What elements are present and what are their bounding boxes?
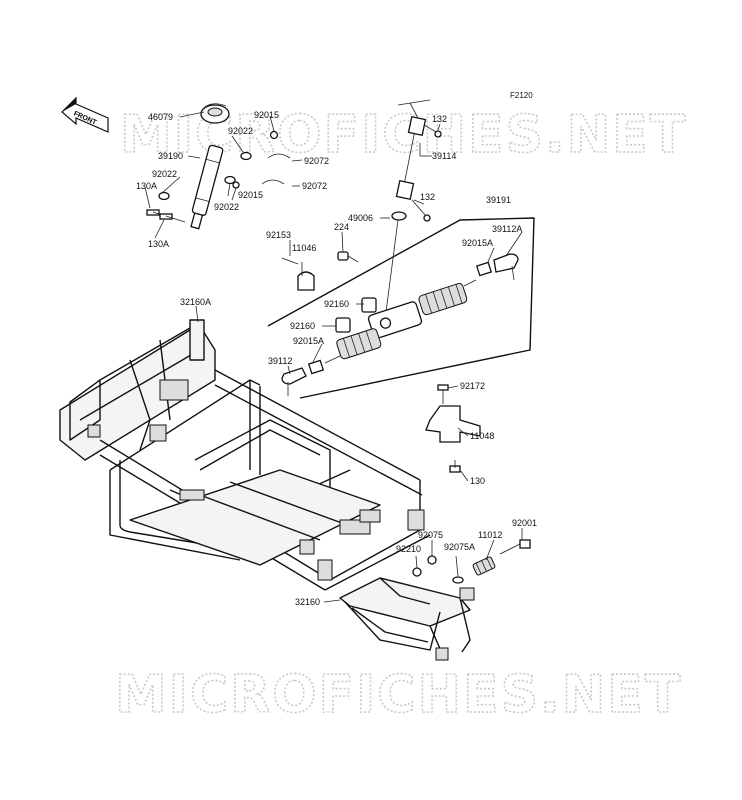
label-49006: 49006 [348,213,373,223]
tie-rod-end-39112 [281,367,307,396]
label-39112: 39112 [268,356,292,366]
label-130: 130 [470,476,485,486]
label-92210: 92210 [396,544,421,554]
label-39191: 39191 [486,195,511,205]
front-subframe [339,577,475,661]
label-92072-a: 92072 [304,156,329,166]
label-130A-a: 130A [136,181,157,191]
label-11046: 11046 [292,243,316,253]
figure-code: F2120 [510,91,533,100]
label-39190: 39190 [158,151,183,161]
label-11012: 11012 [478,530,502,540]
label-92172: 92172 [460,381,485,391]
label-92153: 92153 [266,230,291,240]
bracket-11046 [281,257,315,291]
label-11048: 11048 [470,431,494,441]
front-arrow-icon: FRONT [61,96,109,133]
label-92160-b: 92160 [290,321,315,331]
label-92022-a: 92022 [228,126,253,136]
label-92015A-a: 92015A [462,238,493,248]
label-46079: 46079 [148,112,173,122]
steering-shaft [395,99,442,222]
label-32160: 32160 [295,597,320,607]
label-92075A: 92075A [444,542,475,552]
tie-rod-end-39112A [493,253,519,281]
label-132-a: 132 [432,114,447,124]
label-39114: 39114 [432,151,456,161]
label-92022-b: 92022 [152,169,177,179]
label-92072-b: 92072 [302,181,327,191]
label-130A-b: 130A [148,239,169,249]
label-92001: 92001 [512,518,537,528]
leader-lines [144,111,523,603]
watermark-bottom: MICROFICHES.NET [115,665,682,725]
mount-hardware [412,539,531,584]
washer-49006 [391,211,407,221]
steering-damper-assembly [146,103,291,230]
label-132-b: 132 [420,192,435,202]
bolt-224 [337,251,359,263]
label-92015-top: 92015 [254,110,279,120]
label-92015A-b: 92015A [293,336,324,346]
label-224: 224 [334,222,349,232]
label-32160A: 32160A [180,297,211,307]
chassis-frame [59,319,431,591]
label-92075: 92075 [418,530,443,540]
bracket-11048 [425,384,481,473]
part-labels: 46079 92015 92022 39190 92072 92022 130A… [136,110,537,607]
steering-gear-box-outline [267,217,535,399]
label-39112A: 39112A [492,224,522,234]
label-92160-a: 92160 [324,299,349,309]
steering-rack [307,261,493,375]
label-92015-b: 92015 [238,190,263,200]
label-92022-c: 92022 [214,202,239,212]
